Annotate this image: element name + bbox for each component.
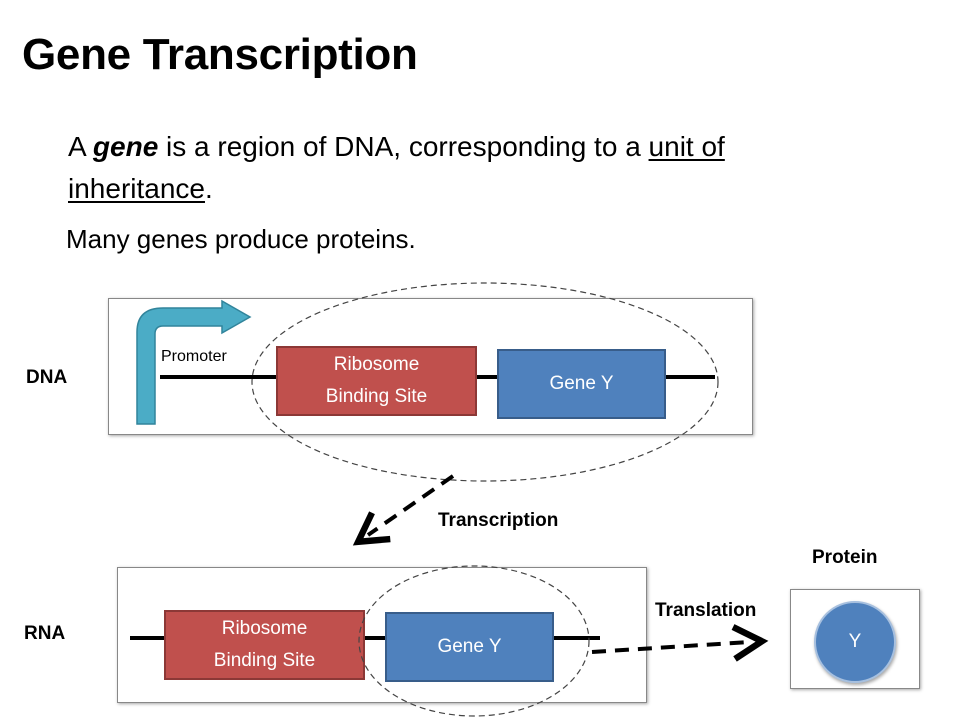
protein-label: Protein bbox=[812, 547, 878, 568]
dna-gene-label: Gene Y bbox=[549, 373, 614, 394]
unit-of-inheritance: unit of inheritance bbox=[68, 131, 725, 204]
dna-rbs-line2: Binding Site bbox=[325, 386, 428, 407]
definition-part2: is a region of DNA, corresponding to a bbox=[158, 131, 649, 162]
dna-gene-y: Gene Y bbox=[497, 349, 666, 419]
dna-label: DNA bbox=[26, 367, 68, 388]
rna-gene-label: Gene Y bbox=[437, 636, 502, 657]
promoter-label: Promoter bbox=[161, 348, 227, 365]
rna-rbs-line2: Binding Site bbox=[213, 650, 316, 671]
dna-rbs-line1: Ribosome bbox=[333, 354, 420, 375]
rna-label: RNA bbox=[24, 623, 66, 644]
definition-part3: . bbox=[204, 173, 213, 204]
protein-y-circle: Y bbox=[814, 601, 896, 683]
protein-circle-label: Y bbox=[848, 631, 862, 652]
translation-label: Translation bbox=[655, 600, 757, 621]
gene-definition: A gene is a region of DNA, corresponding… bbox=[68, 126, 848, 210]
definition-part1: A bbox=[68, 131, 93, 162]
transcription-label: Transcription bbox=[438, 510, 559, 531]
rna-gene-y: Gene Y bbox=[385, 612, 554, 682]
subtitle: Many genes produce proteins. bbox=[66, 224, 416, 254]
gene-word: gene bbox=[92, 131, 159, 162]
rna-rbs-line1: Ribosome bbox=[221, 618, 308, 639]
slide-title: Gene Transcription bbox=[22, 30, 418, 79]
